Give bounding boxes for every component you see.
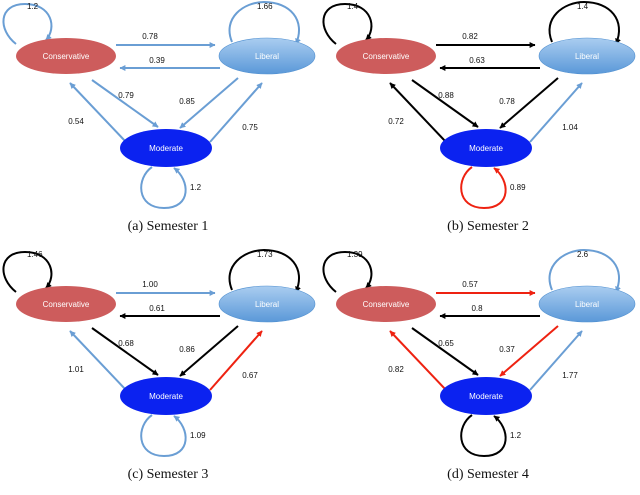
panel-caption: (b) Semester 2 [447,219,529,234]
edge-self-m [460,414,507,458]
node-moderate [440,129,532,167]
edge-self-m [460,166,507,210]
edge-label-c-to-l: 0.57 [462,280,478,289]
node-label-conservative: Conservative [43,52,90,61]
node-moderate [120,377,212,415]
edge-c-to-m [411,327,479,376]
node-label-moderate: Moderate [469,392,503,401]
edge-m-to-c [69,82,127,143]
edge-label-l-to-m: 0.85 [179,97,195,106]
node-label-liberal: Liberal [255,52,279,61]
edge-l-to-m [499,77,559,129]
edge-self-c [322,2,373,45]
edge-m-to-l [209,330,263,391]
edge-self-m [140,166,187,210]
edge-label-self-l: 1.66 [257,2,273,11]
node-liberal [538,285,636,323]
panel-caption: (c) Semester 3 [128,467,209,482]
edge-label-self-l: 1.4 [577,2,589,11]
node-label-liberal: Liberal [575,300,599,309]
edge-label-l-to-m: 0.86 [179,345,195,354]
edge-label-c-to-m: 0.88 [438,91,454,100]
edge-label-self-m: 1.2 [510,431,522,440]
node-conservative [336,286,436,322]
edge-label-m-to-c: 1.01 [68,365,84,374]
edge-m-to-c [389,330,447,391]
edge-label-self-c: 1.46 [27,250,43,259]
node-label-conservative: Conservative [363,300,410,309]
node-liberal [218,285,316,323]
edge-label-self-m: 1.2 [190,183,202,192]
edge-label-m-to-c: 0.54 [68,117,84,126]
node-label-moderate: Moderate [149,144,183,153]
edge-label-c-to-l: 0.82 [462,32,478,41]
edge-c-to-m [91,327,159,376]
edge-self-l [228,248,301,293]
edge-label-l-to-m: 0.78 [499,97,515,106]
node-moderate [120,129,212,167]
edge-label-self-c: 1.4 [347,2,359,11]
node-conservative [16,286,116,322]
edge-m-to-c [69,330,127,391]
edge-label-m-to-c: 0.72 [388,117,404,126]
edge-label-m-to-l: 1.04 [562,123,578,132]
edge-label-l-to-c: 0.61 [149,304,165,313]
edge-m-to-l [529,82,583,143]
edge-label-self-m: 0.89 [510,183,526,192]
edge-c-to-m [411,79,479,128]
node-moderate [440,377,532,415]
edge-label-self-l: 1.73 [257,250,273,259]
edge-self-l [228,0,301,45]
edge-self-c [2,2,53,45]
node-conservative [16,38,116,74]
edge-label-self-c: 1.39 [347,250,363,259]
node-conservative [336,38,436,74]
edge-label-self-l: 2.6 [577,250,589,259]
edge-label-c-to-l: 0.78 [142,32,158,41]
edge-c-to-m [91,79,159,128]
edge-label-l-to-c: 0.8 [471,304,483,313]
edge-l-to-m [179,77,239,129]
edge-self-l [548,248,621,293]
node-label-moderate: Moderate [149,392,183,401]
edge-label-m-to-l: 0.67 [242,371,258,380]
edge-l-to-m [179,325,239,377]
edge-label-c-to-l: 1.00 [142,280,158,289]
edge-label-c-to-m: 0.65 [438,339,454,348]
edge-self-c [2,250,53,293]
edge-self-m [140,414,187,458]
edge-self-c [322,250,373,293]
node-label-conservative: Conservative [363,52,410,61]
node-liberal [538,37,636,75]
node-liberal [218,37,316,75]
node-label-moderate: Moderate [469,144,503,153]
edge-label-l-to-m: 0.37 [499,345,515,354]
edge-label-l-to-c: 0.39 [149,56,165,65]
node-label-liberal: Liberal [255,300,279,309]
node-label-liberal: Liberal [575,52,599,61]
edge-self-l [548,0,621,45]
edge-label-self-m: 1.09 [190,431,206,440]
edge-label-m-to-l: 1.77 [562,371,578,380]
edge-label-m-to-l: 0.75 [242,123,258,132]
panel-caption: (a) Semester 1 [128,219,209,234]
edge-label-l-to-c: 0.63 [469,56,485,65]
edge-l-to-m [499,325,559,377]
edge-label-m-to-c: 0.82 [388,365,404,374]
edge-label-self-c: 1.2 [27,2,39,11]
node-label-conservative: Conservative [43,300,90,309]
edge-m-to-c [389,82,447,143]
edge-m-to-l [529,330,583,391]
panel-caption: (d) Semester 4 [447,467,529,482]
edge-m-to-l [209,82,263,143]
edge-label-c-to-m: 0.79 [118,91,134,100]
edge-label-c-to-m: 0.68 [118,339,134,348]
